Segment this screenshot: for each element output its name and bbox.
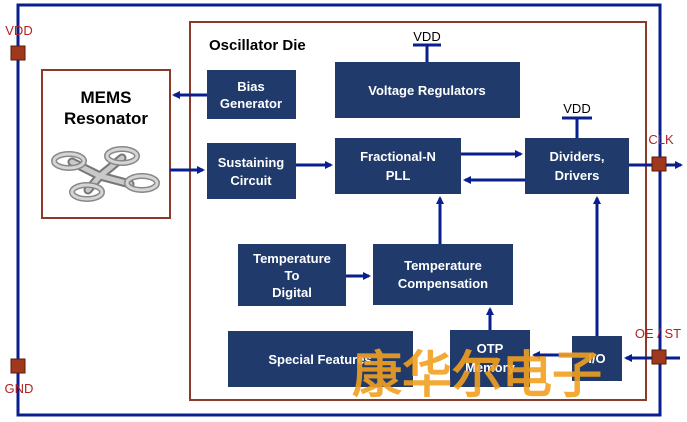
pin-vdd-label: VDD [5,23,32,38]
pll-line2: PLL [386,168,411,183]
pin-clk: CLK [648,132,674,172]
bias-line1: Bias [237,79,264,94]
bias-line2: Generator [220,96,282,111]
vreg-line1: Voltage Regulators [368,83,486,98]
pin-gnd-label: GND [5,381,34,396]
block-temperature-to-digital: Temperature To Digital [238,244,346,306]
pin-vdd: VDD [5,23,33,61]
tcomp-line1: Temperature [404,258,482,273]
block-bias-generator: Bias Generator [207,70,296,119]
package-outline [16,3,662,417]
vdd-tap-divider: VDD [562,101,592,138]
otp-line1: OTP [477,341,504,356]
mems-title-line2: Resonator [64,109,148,128]
pin-oe-st: OE / ST [635,326,681,365]
pin-oe-st-label: OE / ST [635,326,681,341]
vdd-tap-regulators-label: VDD [413,29,440,44]
block-fractional-n-pll: Fractional-N PLL [335,138,461,194]
block-special-features: Special Features [228,331,413,387]
special-line1: Special Features [268,352,371,367]
ttd-line2: To [285,268,300,283]
ttd-line3: Digital [272,285,312,300]
block-dividers-drivers: Dividers, Drivers [525,138,629,194]
oscillator-die [189,21,647,401]
tcomp-line2: Compensation [398,276,488,291]
block-io: I/O [572,336,622,381]
pin-gnd: GND [5,358,34,396]
watermark-text: 康华尔电子 [352,345,602,404]
resonator-icon [51,146,160,202]
block-temperature-compensation: Temperature Compensation [373,244,513,305]
vdd-tap-regulators: VDD [413,29,441,62]
div-line2: Drivers [555,168,600,183]
vdd-tap-divider-label: VDD [563,101,590,116]
div-line1: Dividers, [550,149,605,164]
mems-resonator: MEMS Resonator [41,69,171,219]
pin-clk-label: CLK [648,132,674,147]
sustain-line1: Sustaining [218,155,285,170]
pll-line1: Fractional-N [360,149,436,164]
block-otp-memory: OTP Memory [450,330,530,387]
block-voltage-regulators: Voltage Regulators [335,62,520,118]
otp-line2: Memory [465,360,516,375]
io-line1: I/O [588,351,605,366]
mems-title-line1: MEMS [81,88,132,107]
ttd-line1: Temperature [253,251,331,266]
sustain-line2: Circuit [230,173,272,188]
die-title: Oscillator Die [209,37,306,54]
block-sustaining-circuit: Sustaining Circuit [207,143,296,199]
